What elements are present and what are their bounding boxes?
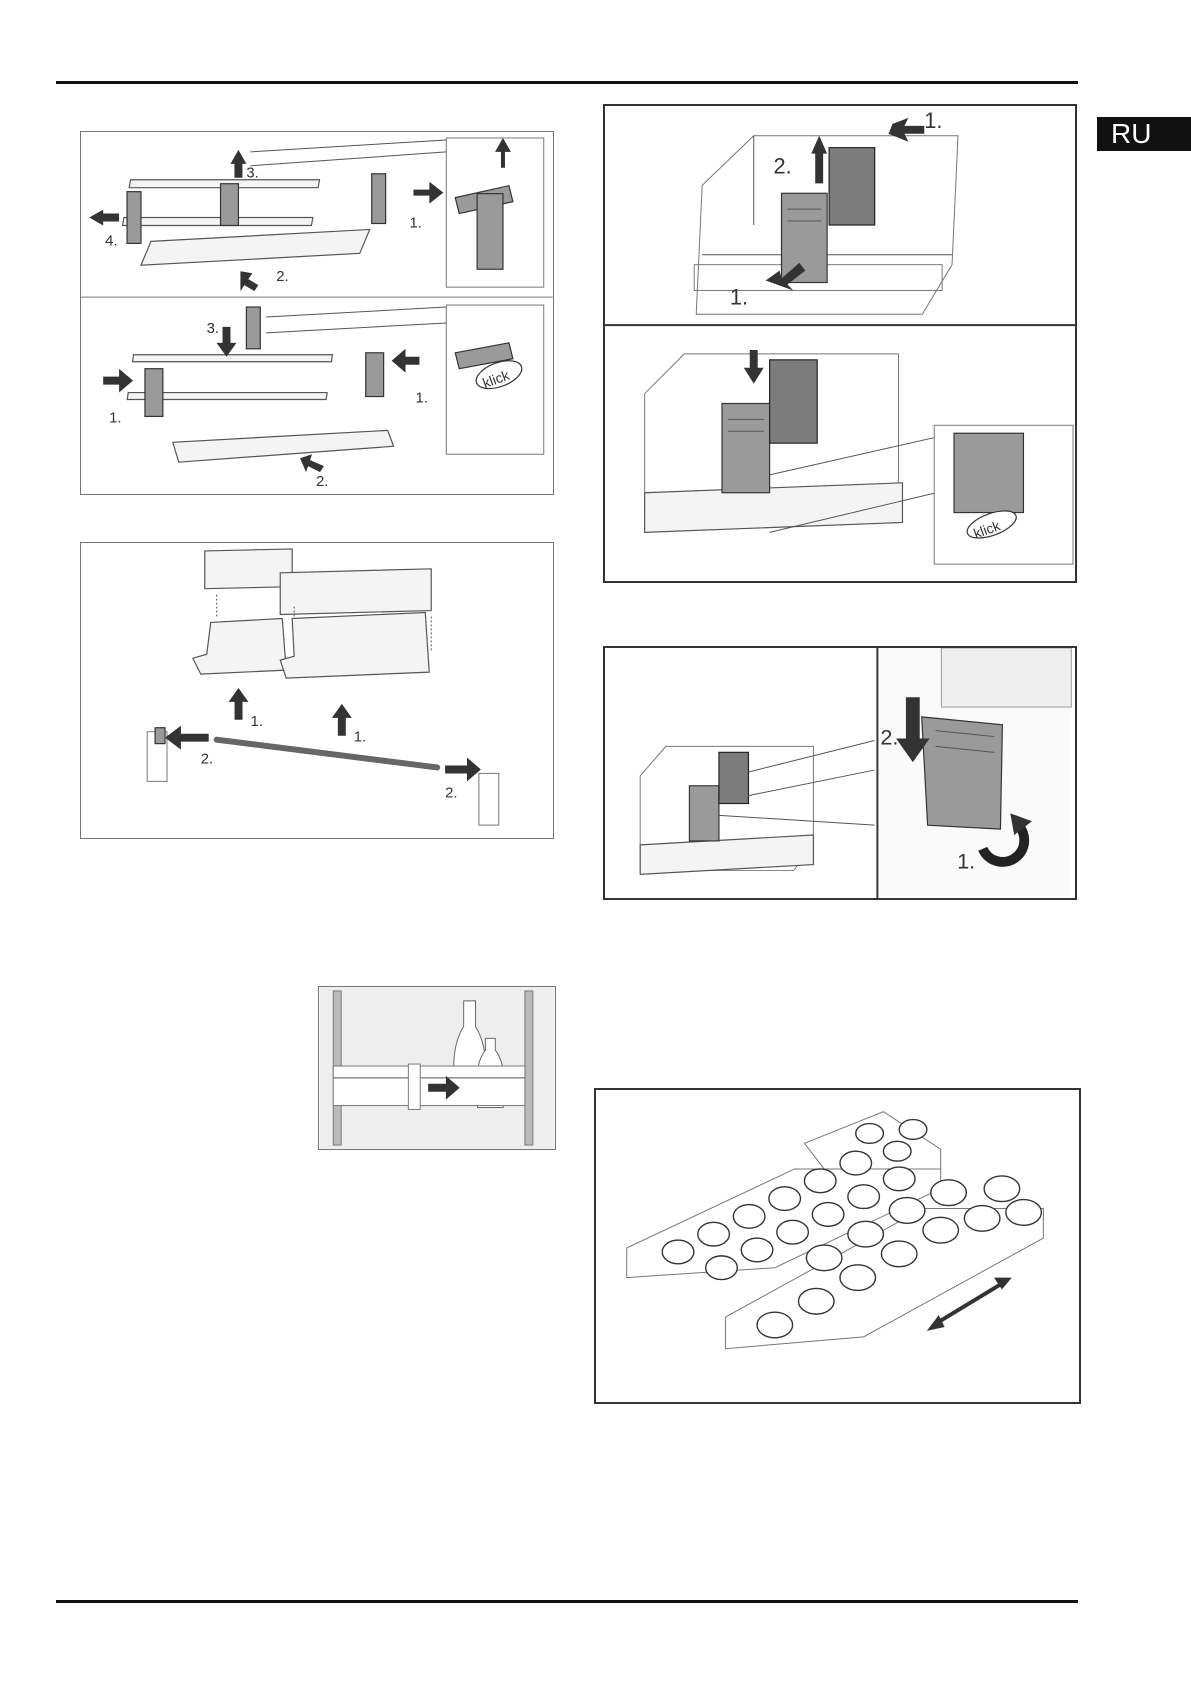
- label-lift-1-left: 1.: [250, 714, 262, 730]
- label-divider-1-top: 1.: [924, 108, 942, 133]
- bottom-rule: [56, 1600, 1078, 1603]
- label-bottom-1-right: 1.: [415, 391, 427, 407]
- label-release-2: 2.: [880, 724, 898, 749]
- label-divider-2: 2.: [774, 153, 792, 178]
- label-top-4: 4.: [105, 233, 117, 249]
- figure-door-shelf: 1. 1. 2. 2.: [80, 542, 554, 839]
- label-remove-2-right: 2.: [445, 785, 457, 801]
- figure-shelf-rail: 3. 4. 1. 2. klick 3. 1. 1. 2.: [80, 131, 554, 495]
- label-bottom-1-left: 1.: [109, 410, 121, 426]
- door-shelf-illustration: 1. 1. 2. 2.: [146, 548, 500, 826]
- figure-drawer-divider: 1. 2. 1. klick: [603, 104, 1077, 583]
- label-top-2: 2.: [276, 269, 288, 285]
- label-top-3: 3.: [246, 166, 258, 182]
- label-bottom-2: 2.: [316, 474, 328, 490]
- top-rule: [56, 81, 1078, 84]
- egg-tray-illustration: [626, 1111, 1044, 1350]
- label-lift-1-right: 1.: [354, 730, 366, 746]
- figure-egg-tray: [594, 1088, 1081, 1404]
- bottle-holder-illustration: [319, 987, 555, 1149]
- shelf-rail-illustration: 3. 4. 1. 2. klick 3. 1. 1. 2.: [81, 137, 553, 490]
- label-release-1: 1.: [957, 848, 975, 873]
- figure-drawer-release: 2. 1.: [603, 646, 1077, 900]
- figure-bottle-holder: [318, 986, 556, 1150]
- label-divider-1-bottom: 1.: [730, 284, 748, 309]
- label-top-1: 1.: [409, 215, 421, 231]
- drawer-divider-illustration: 1. 2. 1. klick: [605, 108, 1075, 565]
- drawer-release-illustration: 2. 1.: [639, 648, 1072, 898]
- language-badge: RU: [1097, 117, 1191, 151]
- label-remove-2-left: 2.: [201, 752, 213, 768]
- label-bottom-3: 3.: [207, 321, 219, 337]
